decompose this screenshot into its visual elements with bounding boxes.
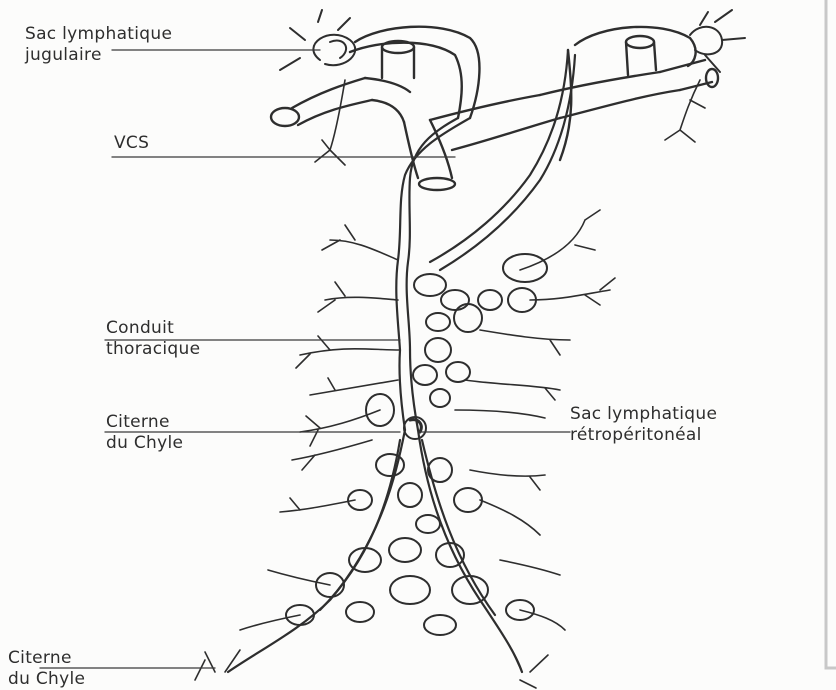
label-thoracic-duct-line2: thoracique [106,339,200,360]
label-jugular-sac-line1: Sac lymphatique [25,24,172,45]
label-thoracic-duct: Conduit thoracique [106,318,200,360]
label-cisterna-upper-line1: Citerne [106,412,183,433]
label-cisterna-upper-line2: du Chyle [106,433,183,454]
label-retroperitoneal-sac-line2: rétropéritonéal [570,425,717,446]
lymph-loops-thorax [366,254,547,439]
label-cisterna-lower-line1: Citerne [8,648,85,669]
label-thoracic-duct-line1: Conduit [106,318,200,339]
label-vcs: VCS [114,133,149,154]
label-jugular-sac-line2: jugulaire [25,45,172,66]
label-jugular-sac: Sac lymphatique jugulaire [25,24,172,66]
jugular-sac-left [280,10,355,70]
label-cisterna-lower-line2: du Chyle [8,669,85,690]
label-retroperitoneal-sac-line1: Sac lymphatique [570,404,717,425]
label-vcs-text: VCS [114,133,149,154]
label-retroperitoneal-sac: Sac lymphatique rétropéritonéal [570,404,717,446]
label-cisterna-lower: Citerne du Chyle [8,648,85,690]
scan-edge [826,0,836,668]
label-cisterna-upper: Citerne du Chyle [106,412,183,454]
